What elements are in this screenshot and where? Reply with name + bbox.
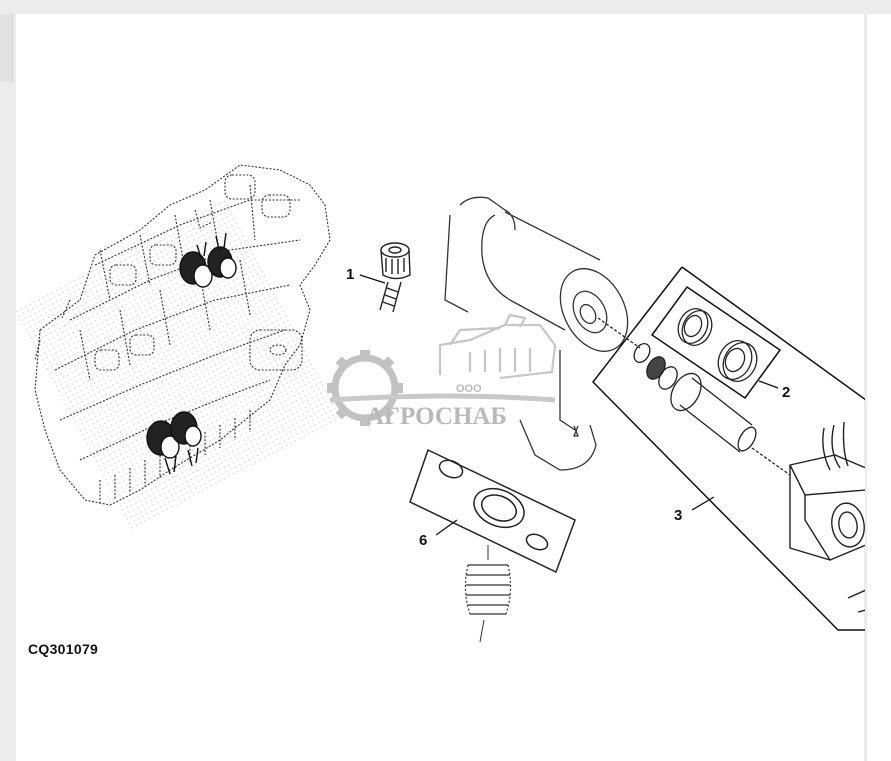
leader-line-6 bbox=[435, 519, 458, 536]
callout-2: 2 bbox=[782, 384, 790, 401]
valve-block-shading bbox=[16, 198, 345, 532]
valve-cartridge bbox=[597, 317, 791, 476]
o-rings bbox=[677, 307, 758, 382]
watermark-name: АГРОСНАБ bbox=[366, 403, 507, 430]
leader-line-3 bbox=[691, 496, 715, 511]
leader-line-1 bbox=[359, 274, 386, 284]
spring-part bbox=[464, 545, 512, 643]
highlighted-solenoid-upper bbox=[179, 232, 237, 288]
watermark-prefix: ООО bbox=[456, 383, 482, 395]
gasket-part-6 bbox=[409, 448, 576, 574]
figure-code: CQ301079 bbox=[28, 641, 99, 657]
callout-6: 6 bbox=[419, 532, 427, 549]
solenoid-valve-body bbox=[444, 196, 629, 471]
callout-3: 3 bbox=[674, 507, 682, 524]
right-scroll-strip bbox=[866, 14, 891, 761]
o-ring-kit-box-2 bbox=[650, 285, 782, 400]
highlighted-solenoid-lower bbox=[146, 411, 202, 475]
callout-1: 1 bbox=[346, 266, 354, 283]
screw-part-1 bbox=[379, 242, 411, 313]
left-panel-edge bbox=[0, 14, 13, 82]
watermark-logo: ООО АГРОСНАБ bbox=[327, 313, 557, 430]
solenoid-coil bbox=[789, 421, 865, 613]
leader-line-2 bbox=[758, 380, 779, 389]
kit-outline-3 bbox=[592, 266, 865, 631]
